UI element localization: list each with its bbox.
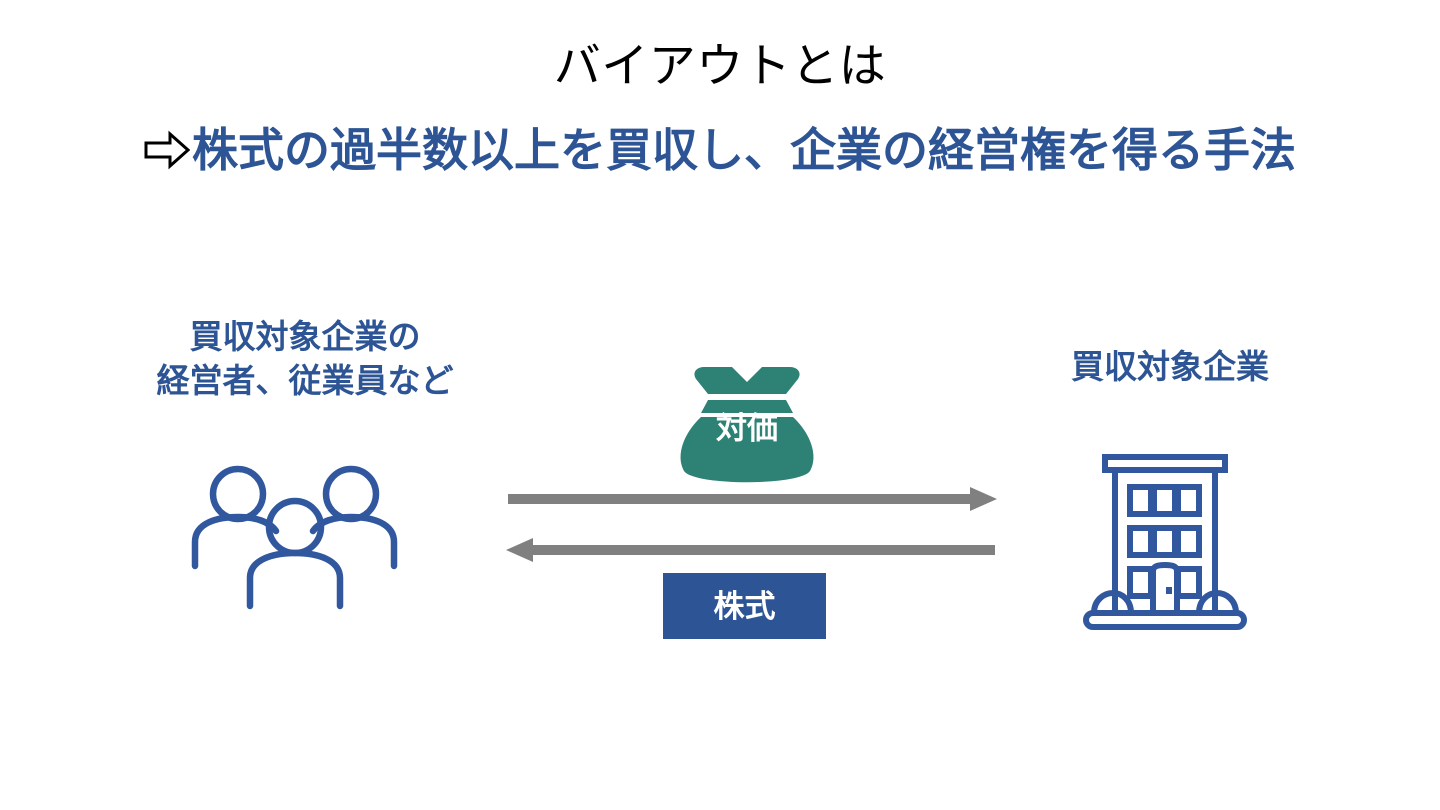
right-party-label: 買収対象企業: [1071, 348, 1269, 385]
left-party-label-line2: 経営者、従業員など: [156, 361, 454, 399]
stock-box: 株式: [663, 573, 826, 639]
page-title: バイアウトとは: [553, 39, 887, 92]
subtitle-text: 株式の過半数以上を買収し、企業の経営権を得る手法: [192, 124, 1296, 176]
subtitle-row: 株式の過半数以上を買収し、企業の経営権を得る手法: [0, 124, 1440, 177]
left-party-label: 買収対象企業の 経営者、従業員など: [80, 315, 530, 402]
right-outline-arrow-icon: [144, 131, 190, 170]
arrow-left-shares: [506, 538, 995, 562]
arrow-right-consideration: [508, 487, 997, 511]
money-bag-icon: [680, 367, 814, 483]
exchange-arrows: [506, 487, 997, 562]
stock-box-label: 株式: [713, 588, 776, 624]
people-group-icon: [191, 465, 398, 610]
left-party-label-line1: 買収対象企業の: [189, 318, 421, 355]
office-building-icon: [1083, 454, 1247, 630]
